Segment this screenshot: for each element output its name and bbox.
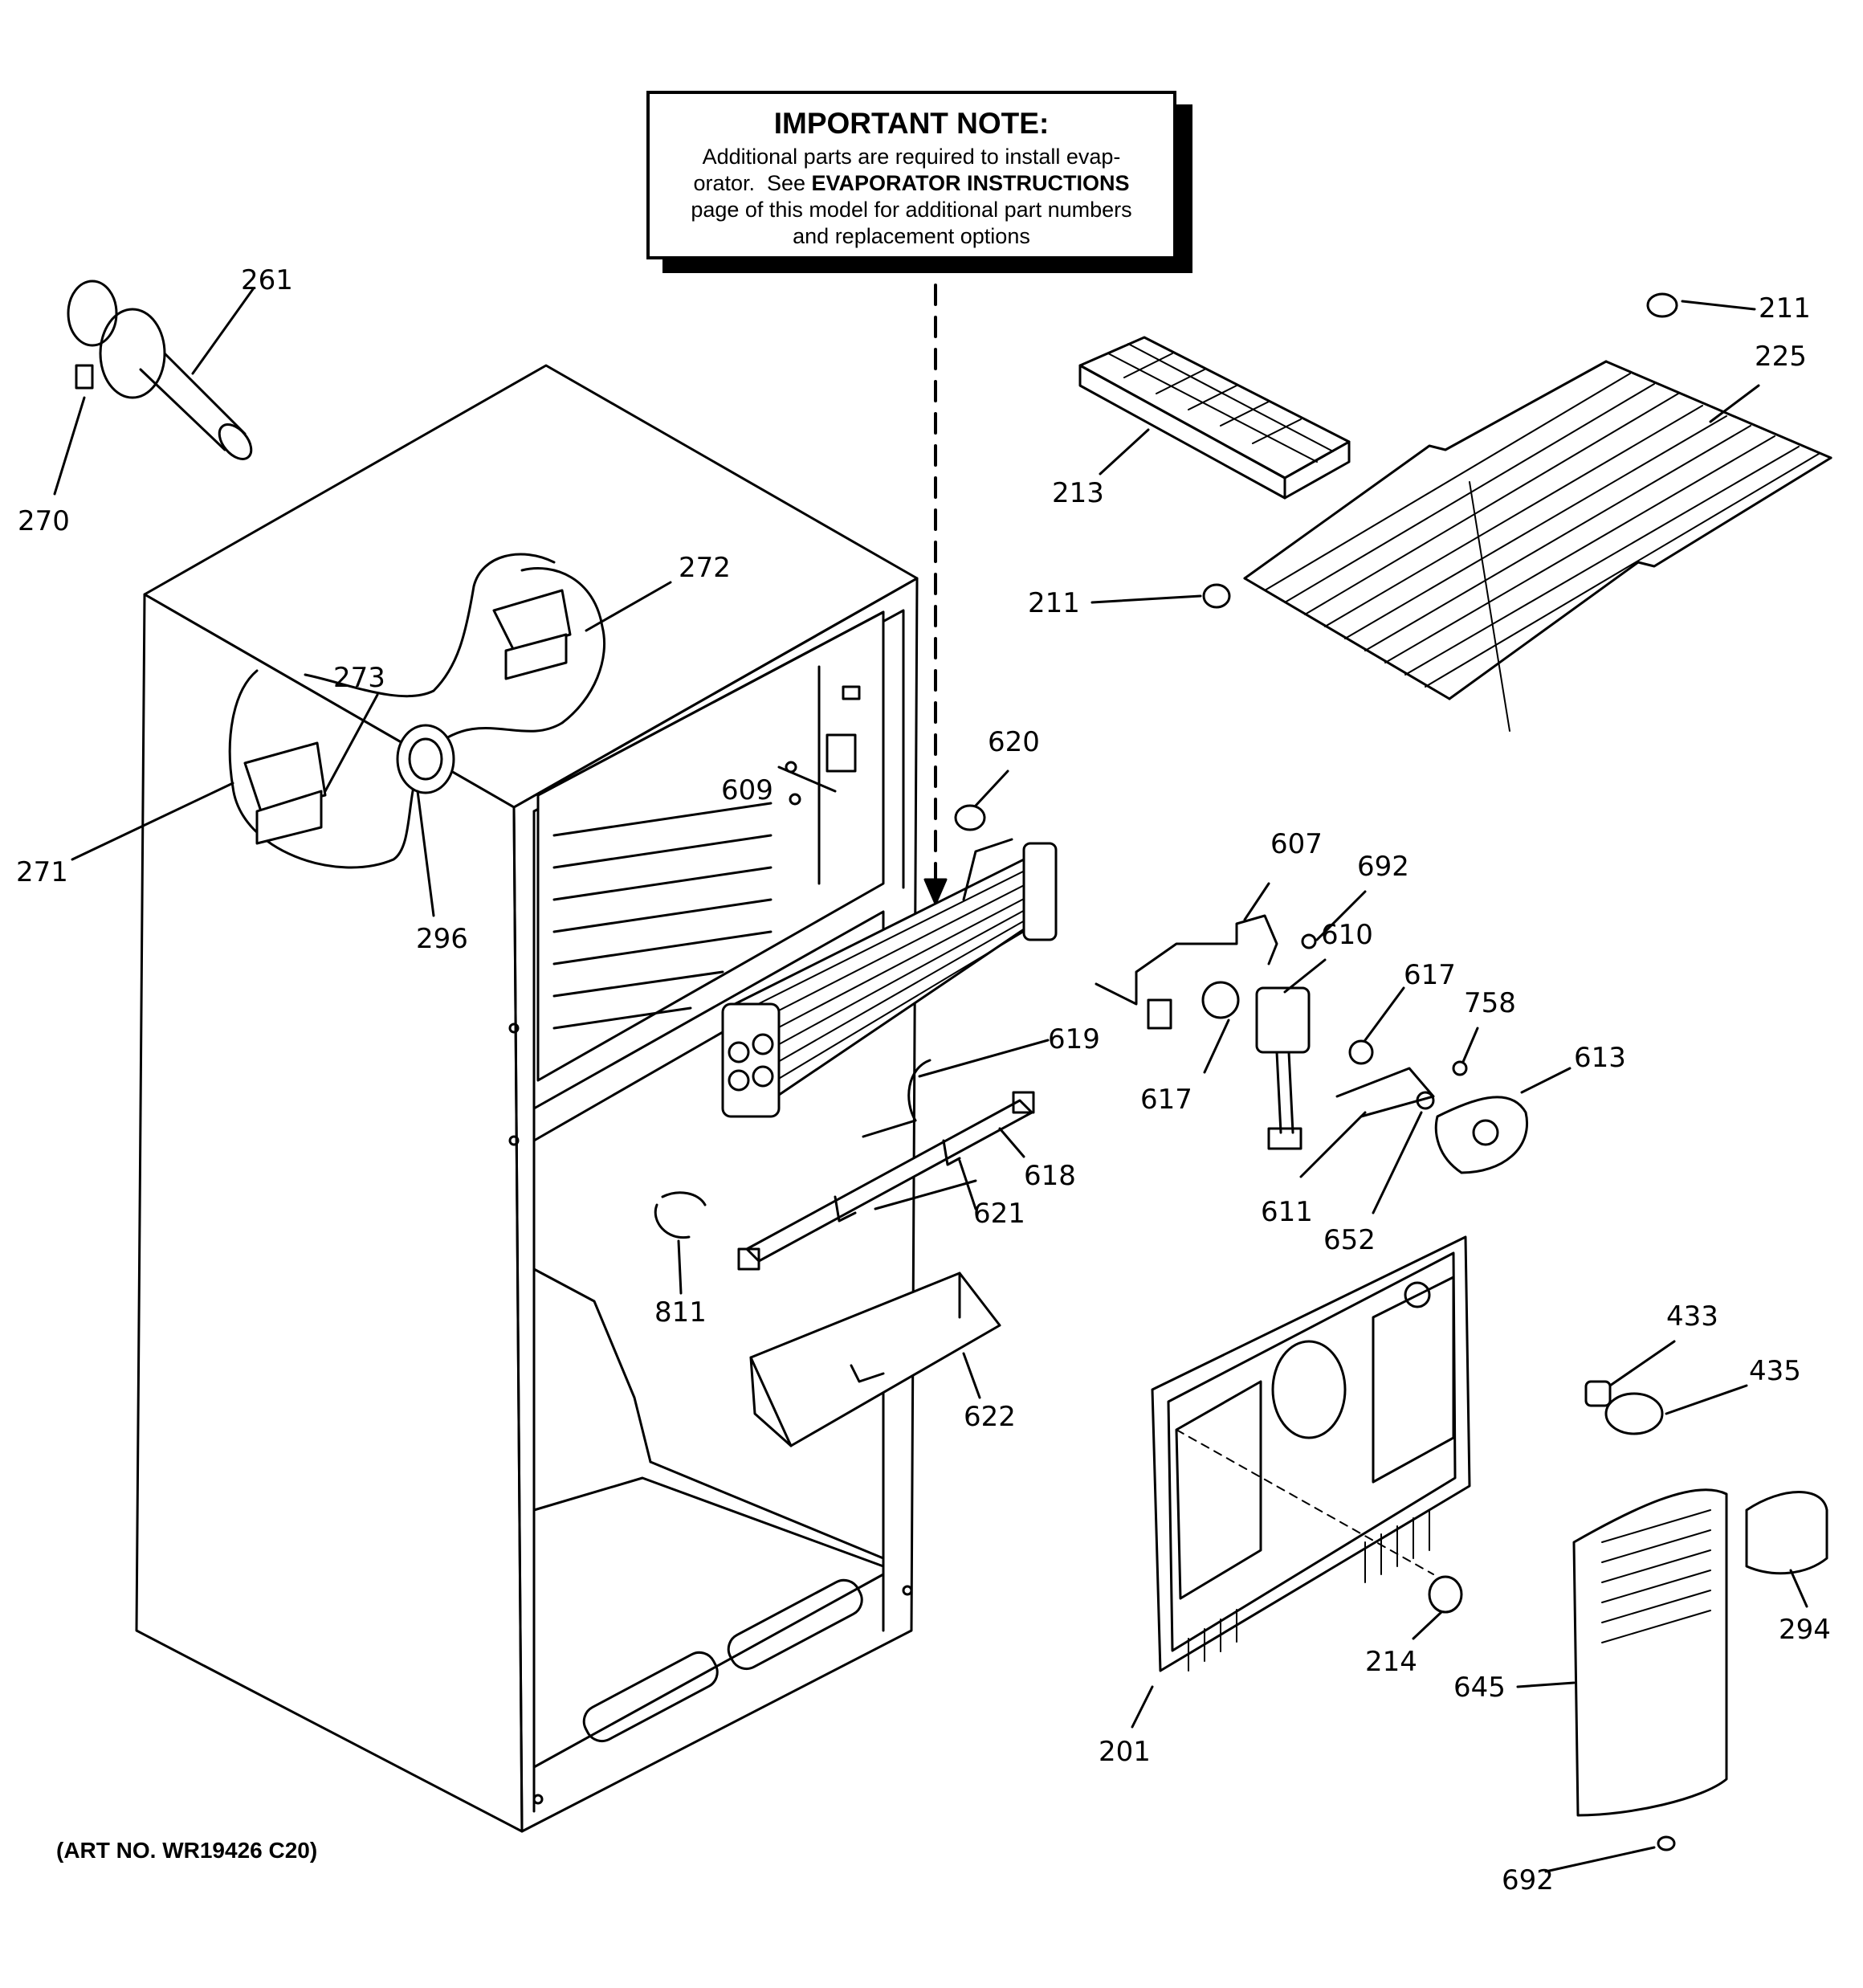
wire-harness [228, 553, 606, 869]
callout-692-bottom: 692 [1502, 1864, 1554, 1896]
callout-294: 294 [1779, 1614, 1831, 1646]
important-note: IMPORTANT NOTE: Additional parts are req… [646, 91, 1176, 259]
callout-261: 261 [241, 264, 293, 296]
cabinet-evaporator-lines [552, 802, 773, 1030]
callout-607: 607 [1270, 828, 1323, 860]
defrost-heater [737, 1091, 1035, 1271]
callout-692-top: 692 [1357, 851, 1409, 883]
callout-618: 618 [1024, 1160, 1076, 1192]
callout-611: 611 [1261, 1196, 1313, 1228]
drain-trough [749, 1272, 1001, 1447]
note-line-2: orator. See EVAPORATOR INSTRUCTIONS [650, 170, 1173, 197]
note-title: IMPORTANT NOTE: [773, 107, 1050, 140]
refrigerator-cabinet [135, 364, 919, 1833]
callout-620: 620 [988, 726, 1040, 758]
callout-296: 296 [416, 923, 468, 955]
note-line-1: Additional parts are required to install… [702, 145, 1121, 169]
callout-617-right: 617 [1404, 959, 1456, 991]
callout-272: 272 [679, 552, 731, 584]
callout-270: 270 [18, 505, 70, 537]
callout-211-left: 211 [1028, 587, 1080, 619]
callout-211-top: 211 [1759, 292, 1811, 325]
callout-435: 435 [1749, 1355, 1801, 1387]
ice-tray [1078, 336, 1351, 500]
callout-617-left: 617 [1140, 1084, 1192, 1116]
note-line-2-pre: orator. See [693, 171, 812, 195]
evaporator-cover [1151, 1235, 1471, 1672]
callout-613: 613 [1574, 1042, 1626, 1074]
art-number: (ART NO. WR19426 C20) [56, 1838, 318, 1863]
note-evaporator-instructions: EVAPORATOR INSTRUCTIONS [811, 171, 1130, 195]
note-body: Additional parts are required to install… [650, 144, 1173, 250]
callout-652: 652 [1323, 1224, 1376, 1256]
wire-shelf [1243, 360, 1832, 732]
note-line-3: page of this model for additional part n… [691, 198, 1132, 222]
callout-610: 610 [1321, 919, 1373, 951]
callout-621: 621 [973, 1198, 1025, 1230]
callout-271: 271 [16, 856, 68, 888]
water-tube-assembly [67, 280, 253, 460]
callout-645: 645 [1453, 1672, 1506, 1704]
callout-213: 213 [1052, 477, 1104, 509]
light-shield [1572, 1488, 1728, 1817]
callout-811: 811 [654, 1296, 707, 1329]
callout-214: 214 [1365, 1646, 1417, 1678]
callout-433: 433 [1666, 1300, 1718, 1333]
callout-619: 619 [1048, 1023, 1100, 1055]
fan-motor-assembly [1095, 914, 1528, 1174]
callout-758: 758 [1464, 987, 1516, 1019]
callout-609: 609 [721, 774, 773, 806]
callout-273: 273 [333, 662, 385, 694]
evaporator [721, 838, 1058, 1118]
callout-225: 225 [1755, 341, 1807, 373]
callout-201: 201 [1099, 1736, 1151, 1768]
note-line-4: and replacement options [793, 224, 1030, 248]
callout-622: 622 [964, 1401, 1016, 1433]
